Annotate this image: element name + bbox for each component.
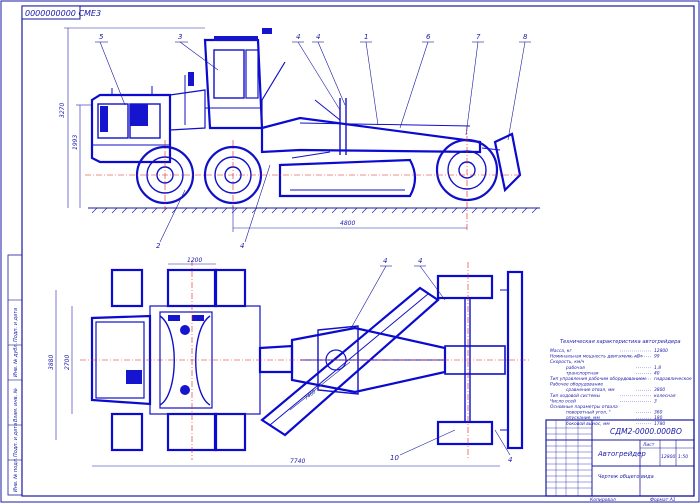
spec-value: 360	[654, 410, 663, 416]
top-leader-1: 4	[418, 257, 422, 265]
side-leader-1: 3	[178, 33, 182, 41]
spec-label: сравнение отвал, мм	[566, 388, 615, 393]
dim-track: 1200	[187, 257, 202, 264]
spec-label: Скорость, км/ч	[550, 359, 585, 365]
top-stamp-code: 0000000000 СМЕ3	[25, 9, 101, 18]
spec-label: Число осей	[550, 398, 576, 404]
dim-wheelbase: 4800	[340, 220, 355, 227]
left-strip: Инв. № подл. Подп. и дата Взам. инв. № И…	[7, 254, 23, 496]
spec-value: 40	[654, 370, 660, 376]
spec-value: 1,8	[654, 365, 661, 371]
side-label-1: Подп. и дата	[13, 423, 19, 457]
specs-block: Техническая характеристика автогрейдера …	[550, 339, 692, 427]
top-leader-0: 4	[383, 257, 387, 265]
side-leader-8: 2	[156, 242, 161, 250]
cab	[169, 28, 272, 131]
specs-title: Техническая характеристика автогрейдера	[560, 339, 681, 345]
dim-width-total: 3880	[48, 355, 55, 370]
top-leaders	[349, 265, 511, 456]
side-leader-3: 4	[316, 33, 320, 41]
spec-label: Масса, кг	[550, 348, 572, 354]
spec-label: рабочая	[565, 365, 585, 371]
title-doc-code: СДМ2-0000.000ВО	[610, 427, 682, 436]
spec-label: Тип ходовой системы	[550, 393, 601, 399]
spec-value: колесная	[654, 394, 676, 399]
side-leader-7: 8	[523, 33, 528, 41]
spec-value: 3	[654, 398, 657, 404]
spec-value: 180	[654, 415, 663, 421]
dim-height-total: 3270	[59, 103, 66, 118]
side-leader-2: 4	[296, 33, 300, 41]
spec-label: боковой вынос, мм	[566, 421, 610, 427]
side-label-2: Взам. инв. №	[13, 388, 19, 422]
side-view: 3270 1993 4800 5 3 4	[59, 27, 540, 250]
title-block: СДМ2-0000.000ВО Автогрейдер Чертеж общег…	[545, 419, 695, 497]
top-view: 1200 3880 2700 7740 7460 4 4 4 10	[48, 257, 530, 467]
title-mass: 12800	[661, 454, 675, 460]
side-leaders	[95, 41, 531, 243]
title-name-1: Автогрейдер	[597, 450, 646, 458]
spec-value: гидравлическое	[654, 377, 692, 382]
dim-length: 7740	[290, 458, 305, 465]
top-leader-2: 4	[508, 456, 512, 464]
side-leader-0: 5	[99, 33, 104, 41]
top-stamp: 0000000000 СМЕ3	[21, 5, 101, 20]
bottom-format: Формат А1	[650, 497, 676, 503]
spec-value: 99	[654, 354, 660, 360]
top-leader-3: 10	[390, 454, 399, 462]
side-label-0: Инв. № подл.	[13, 458, 19, 493]
side-leader-6: 7	[476, 33, 481, 41]
drawing-frame	[21, 5, 695, 497]
ground-hatch	[91, 207, 538, 214]
spec-label: опускание, мм	[566, 416, 600, 421]
side-label-4: Подп. и дата	[13, 308, 19, 342]
side-leader-4: 1	[364, 33, 368, 41]
spec-label: Тип управления рабочим оборудованием	[550, 376, 647, 382]
spec-label: транспортная	[566, 371, 599, 376]
dim-height-body: 1993	[72, 135, 79, 150]
spec-label: Рабочее оборудование	[550, 382, 603, 388]
spec-value: 3800	[654, 387, 665, 393]
dim-width-body: 2700	[64, 355, 71, 370]
title-sheet-label: Лист	[642, 442, 655, 448]
side-leader-9: 4	[240, 242, 244, 250]
spec-label: поворотный угол, °	[566, 410, 611, 416]
spec-label: Номинальная мощность двигателя, кВт	[550, 354, 643, 360]
side-label-3: Инв. № дубл.	[13, 343, 19, 377]
spec-value: 12800	[654, 348, 668, 354]
engine-hood	[90, 86, 172, 164]
bottom-copied: Копировал	[590, 497, 616, 503]
main-frame	[260, 61, 482, 155]
title-scale: 1:50	[678, 454, 688, 460]
spec-value: 1780	[654, 421, 665, 427]
spec-label: Основные параметры отвала	[550, 404, 618, 410]
side-leader-5: 6	[426, 33, 431, 41]
title-name-2: Чертеж общего вида	[598, 474, 654, 480]
moldboard	[278, 151, 417, 198]
